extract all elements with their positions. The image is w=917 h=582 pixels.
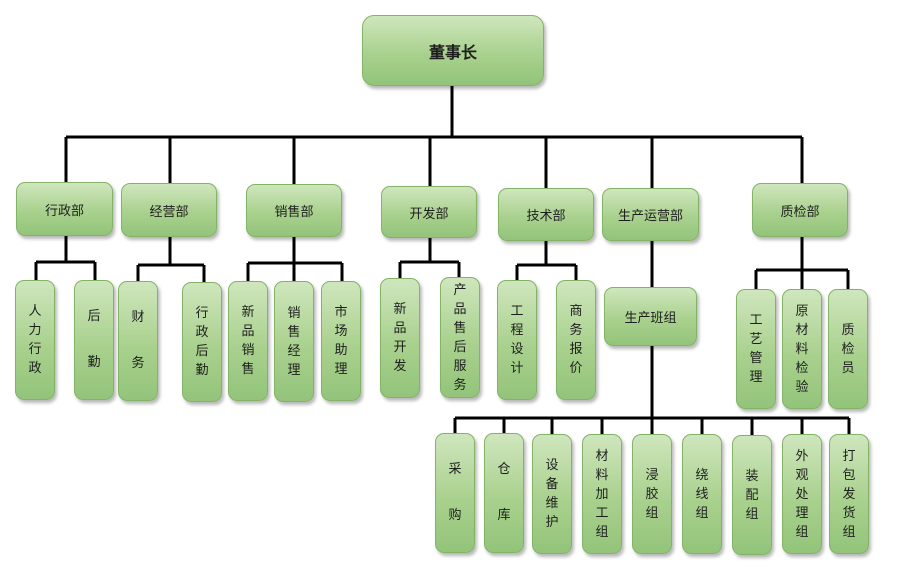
unit-ops-admin-logistics: 行政后勤	[182, 282, 222, 402]
unit-qc-raw: 原材料检验	[782, 289, 822, 409]
group-purchase-label: 采购	[448, 462, 462, 523]
unit-sales-manager: 销售经理	[274, 281, 314, 402]
unit-sales-marketing: 市场助理	[321, 281, 361, 401]
unit-sales-new: 新品销售	[228, 281, 268, 401]
group-material-processing-label: 材料加工组	[595, 448, 609, 540]
group-finishing: 外观处理组	[782, 434, 822, 554]
group-maintenance-label: 设备维护	[545, 458, 559, 530]
group-warehouse: 仓库	[484, 433, 524, 553]
unit-tech-design: 工程设计	[497, 280, 537, 400]
dept-development-label: 开发部	[409, 206, 449, 222]
unit-qc-process: 工艺管理	[736, 289, 776, 409]
unit-prod-team-label: 生产班组	[624, 311, 677, 326]
group-dipping-label: 浸胶组	[645, 467, 659, 521]
unit-ops-finance-label: 财务	[131, 310, 145, 371]
group-winding: 绕线组	[682, 434, 722, 554]
chairman-label: 董事长	[428, 42, 477, 62]
unit-tech-quote-label: 商务报价	[569, 304, 583, 376]
group-dipping: 浸胶组	[632, 434, 672, 554]
dept-production: 生产运营部	[602, 188, 699, 241]
chairman-node: 董事长	[362, 15, 544, 86]
unit-dev-after-sales: 产品售后服务	[440, 277, 480, 398]
unit-qc-inspector: 质检员	[828, 289, 868, 409]
unit-admin-logistics-label: 后勤	[87, 309, 101, 370]
dept-sales-label: 销售部	[274, 205, 314, 220]
group-purchase: 采购	[435, 433, 475, 553]
unit-tech-quote: 商务报价	[556, 280, 596, 400]
group-material-processing: 材料加工组	[582, 434, 622, 554]
unit-qc-inspector-label: 质检员	[841, 322, 855, 376]
dept-quality: 质检部	[752, 183, 848, 237]
unit-admin-hr: 人力行政	[15, 280, 55, 400]
unit-dev-new: 新品开发	[380, 278, 420, 398]
group-maintenance: 设备维护	[532, 434, 572, 554]
dept-quality-label: 质检部	[780, 204, 820, 220]
group-finishing-label: 外观处理组	[795, 448, 809, 540]
unit-admin-logistics: 后勤	[74, 280, 114, 400]
unit-qc-process-label: 工艺管理	[749, 313, 763, 385]
unit-admin-hr-label: 人力行政	[28, 304, 42, 376]
unit-dev-new-label: 新品开发	[393, 302, 407, 374]
dept-development: 开发部	[381, 186, 477, 238]
unit-qc-raw-label: 原材料检验	[795, 303, 809, 395]
dept-admin-label: 行政部	[44, 203, 84, 219]
group-winding-label: 绕线组	[695, 467, 709, 521]
unit-ops-admin-logistics-label: 行政后勤	[195, 306, 209, 378]
unit-tech-design-label: 工程设计	[510, 304, 524, 376]
unit-ops-finance: 财务	[118, 281, 158, 401]
dept-operations: 经营部	[121, 183, 217, 237]
unit-sales-new-label: 新品销售	[241, 305, 255, 377]
dept-technical-label: 技术部	[526, 209, 566, 224]
group-shipping: 打包发货组	[829, 434, 869, 554]
group-warehouse-label: 仓库	[497, 462, 511, 523]
dept-admin: 行政部	[16, 182, 113, 236]
unit-dev-after-sales-label: 产品售后服务	[453, 282, 467, 393]
dept-operations-label: 经营部	[149, 204, 189, 220]
unit-sales-manager-label: 销售经理	[287, 305, 301, 378]
group-shipping-label: 打包发货组	[842, 448, 856, 540]
dept-sales: 销售部	[246, 184, 342, 237]
group-assembly: 装配组	[732, 435, 772, 555]
group-assembly-label: 装配组	[745, 468, 759, 522]
unit-sales-marketing-label: 市场助理	[334, 305, 348, 377]
unit-prod-team: 生产班组	[604, 287, 697, 346]
dept-technical: 技术部	[498, 188, 594, 241]
dept-production-label: 生产运营部	[617, 209, 683, 224]
